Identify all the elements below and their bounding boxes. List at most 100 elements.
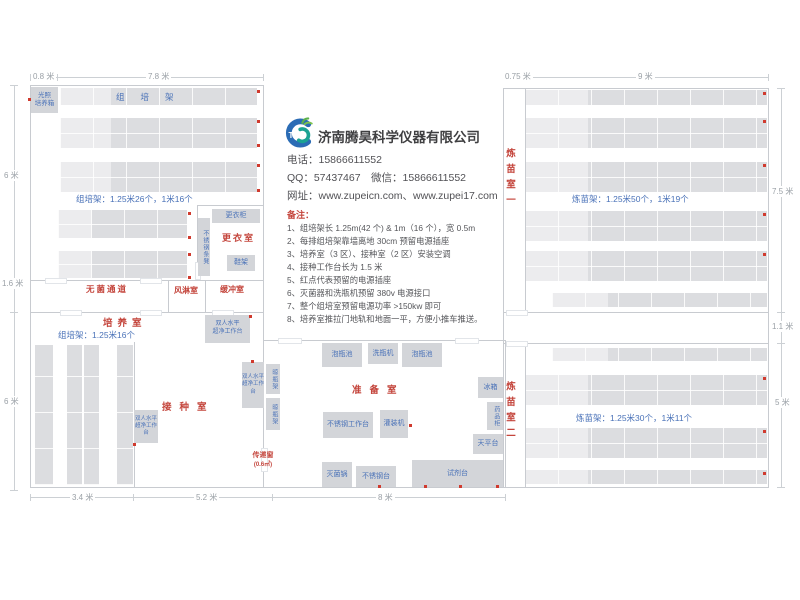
shelf-row <box>60 88 257 105</box>
culture-room-rack-count: 组培架：1.25米16个 <box>58 330 135 340</box>
wall-segment <box>30 85 264 86</box>
power-outlet-dot <box>763 472 766 475</box>
bottle-washer: 洗瓶机 <box>368 343 398 364</box>
dimension-label: 0.8 米 <box>31 71 57 82</box>
power-outlet-dot <box>257 189 260 192</box>
dimension-tick <box>777 487 785 488</box>
door-gap <box>278 338 302 344</box>
power-outlet-dot <box>257 120 260 123</box>
steel-table: 不锈钢台 <box>356 466 396 487</box>
hardening-rack-count1: 炼苗架：1.25米50个，1米19个 <box>572 194 689 204</box>
power-outlet-dot <box>763 253 766 256</box>
dimension-label: 1.1 米 <box>770 321 796 332</box>
wardrobe: 更衣柜 <box>212 209 260 223</box>
shelf-row <box>60 118 257 148</box>
svg-text:TH: TH <box>289 131 300 140</box>
dimension-tick <box>505 494 506 501</box>
power-outlet-dot <box>378 485 381 488</box>
sterilizer-pot: 灭菌锅 <box>322 462 352 487</box>
dimension-tick <box>57 74 58 81</box>
shelf-column <box>84 345 99 485</box>
dimension-tick <box>133 494 134 501</box>
wall-segment <box>503 343 768 344</box>
power-outlet-dot <box>133 443 136 446</box>
shelf-row <box>58 251 187 278</box>
note-item: 6、灭菌器和洗瓶机预留 380v 电源接口 <box>287 288 431 298</box>
door-gap <box>140 278 162 284</box>
bottle-drying-rack: 晾瓶架 <box>266 364 280 394</box>
note-item: 7、整个组培室预留电源功率 >150kw 即可 <box>287 301 442 311</box>
shelf-row <box>58 210 187 238</box>
air-shower-label: 风淋室 <box>174 286 198 295</box>
dimension-label: 7.8 米 <box>146 71 172 82</box>
buffer-room-label: 缓冲室 <box>220 285 244 294</box>
note-item: 4、接种工作台长为 1.5 米 <box>287 262 383 272</box>
rack-count-label: 组培架：1.25米26个，1米16个 <box>76 194 193 204</box>
power-outlet-dot <box>763 377 766 380</box>
dimension-tick <box>777 312 785 313</box>
power-outlet-dot <box>496 485 499 488</box>
transfer-window-label: 传递窗 <box>252 452 274 459</box>
wall-segment <box>503 312 768 313</box>
door-gap <box>45 278 67 284</box>
wall-segment <box>503 88 768 89</box>
wall-segment <box>503 88 504 487</box>
power-outlet-dot <box>251 360 254 363</box>
dimension-tick <box>768 74 769 81</box>
prep-room-label: 准备室 <box>352 385 405 396</box>
wall-segment <box>768 88 769 487</box>
reagent-table: 试剂台 <box>412 460 503 487</box>
dimension-tick <box>10 312 18 313</box>
dimension-tick <box>30 494 31 501</box>
rack-header-label: 组培架 <box>116 92 190 102</box>
door-gap <box>140 310 162 316</box>
wall-segment <box>263 340 505 341</box>
light-incubator: 光照 培养箱 <box>31 87 58 113</box>
shelf-column <box>117 345 133 485</box>
shelf-row <box>60 162 257 192</box>
door-gap <box>455 338 479 344</box>
dimension-line <box>781 88 782 487</box>
shelf-row <box>552 348 767 361</box>
medicine-cabinet: 药品柜 <box>487 402 503 430</box>
dimension-label: 1.6 米 <box>0 278 26 289</box>
power-outlet-dot <box>763 120 766 123</box>
note-item: 1、组培架长 1.25m(42 个) & 1m（16 个），宽 0.5m <box>287 223 476 233</box>
clean-bench: 双人水平 超净工作台 <box>134 410 158 443</box>
steel-bench: 不锈钢条凳 <box>198 218 210 276</box>
wall-segment <box>197 205 198 281</box>
balance-table: 天平台 <box>473 434 503 454</box>
shelf-column <box>67 345 82 485</box>
company-phone: 电话：15866611552 <box>287 154 382 166</box>
company-website: 网址：www.zupeicn.com、www.zupei17.com <box>287 190 498 202</box>
shelf-row <box>552 293 767 307</box>
shelf-row <box>525 118 767 148</box>
clean-bench: 双人水平 超净工作台 <box>205 315 250 343</box>
door-gap <box>60 310 82 316</box>
changing-room-label: 更衣室 <box>222 233 256 243</box>
note-item: 3、培养室（3 区）、接种室（2 区）安装空调 <box>287 249 451 259</box>
wall-segment <box>263 85 264 488</box>
dimension-label: 0.75 米 <box>503 71 533 82</box>
dimension-label: 7.5 米 <box>770 186 796 197</box>
transfer-window-area: (0.6㎡) <box>253 462 273 468</box>
power-outlet-dot <box>249 315 252 318</box>
power-outlet-dot <box>188 212 191 215</box>
hardening-room2-label: 炼苗室二 <box>504 381 515 443</box>
wall-segment <box>30 487 506 488</box>
dimension-label: 6 米 <box>2 396 21 407</box>
dimension-label: 8 米 <box>376 492 395 503</box>
wall-segment <box>525 343 526 487</box>
power-outlet-dot <box>188 276 191 279</box>
shelf-row <box>525 90 767 105</box>
company-logo: TH <box>282 116 314 155</box>
shelf-row <box>525 375 767 405</box>
door-gap <box>506 310 528 316</box>
wall-segment <box>205 280 206 313</box>
power-outlet-dot <box>257 164 260 167</box>
culture-room-label: 培养室 <box>103 318 147 329</box>
door-gap <box>506 341 528 347</box>
sterile-corridor-label: 无菌通道 <box>86 284 129 294</box>
power-outlet-dot <box>763 164 766 167</box>
